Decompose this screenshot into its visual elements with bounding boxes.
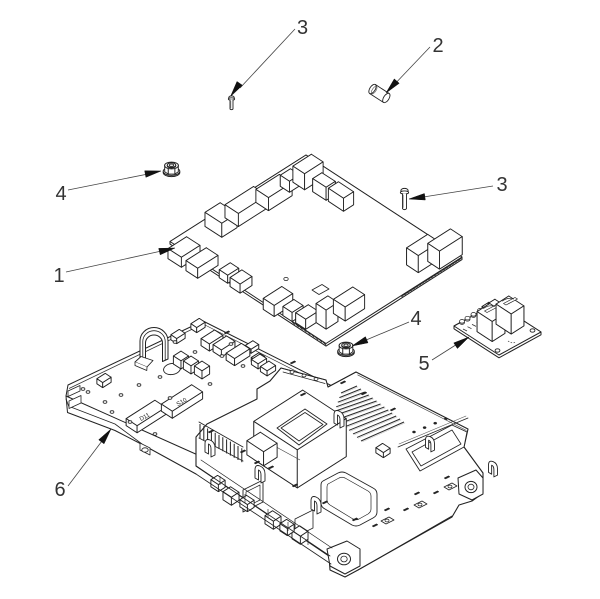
svg-text:4: 4: [55, 183, 66, 205]
svg-text:6: 6: [54, 479, 65, 501]
svg-text:5: 5: [418, 353, 429, 375]
svg-text:3: 3: [496, 174, 507, 196]
svg-text:4: 4: [410, 308, 421, 330]
svg-text:D11: D11: [139, 412, 152, 423]
svg-text:2: 2: [432, 35, 443, 57]
svg-text:1: 1: [53, 265, 64, 287]
svg-text:S10: S10: [176, 397, 189, 408]
svg-text:3: 3: [297, 17, 308, 39]
